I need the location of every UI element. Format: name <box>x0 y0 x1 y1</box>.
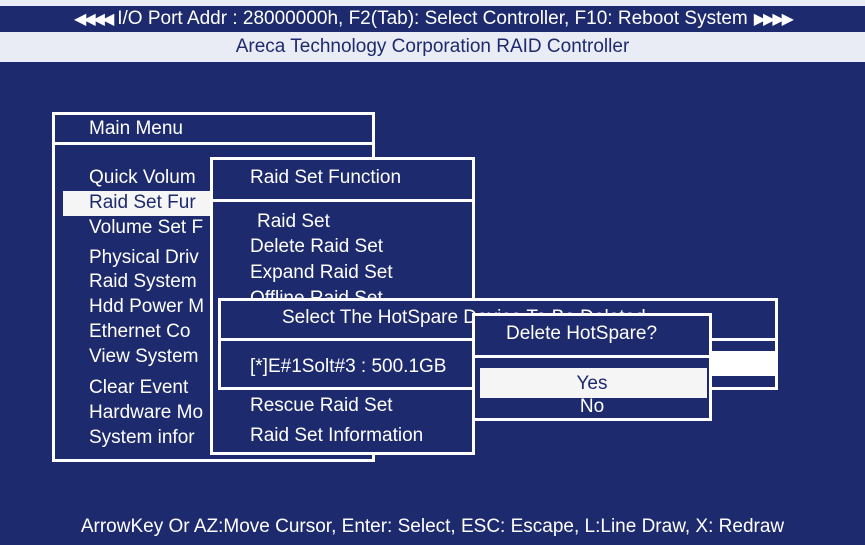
main-menu-item-raid-system[interactable]: Raid System <box>89 271 197 292</box>
raid-set-item-rescue[interactable]: Rescue Raid Set <box>250 395 393 416</box>
controller-title: Areca Technology Corporation RAID Contro… <box>235 36 630 57</box>
raid-set-item-expand[interactable]: Expand Raid Set <box>250 262 393 283</box>
main-menu-title: Main Menu <box>55 115 372 145</box>
main-menu-highlight <box>63 191 223 216</box>
hotspare-selection-bar <box>712 351 775 376</box>
main-menu-item-system-info[interactable]: System infor <box>89 427 195 448</box>
yes-highlight <box>480 368 707 398</box>
footer-help-text: ArrowKey Or AZ:Move Cursor, Enter: Selec… <box>0 509 865 545</box>
main-menu-item-raid-set-function[interactable]: Raid Set Fur <box>89 192 196 213</box>
raid-set-function-title: Raid Set Function <box>213 160 472 202</box>
raid-set-function-menu: Raid Set Function Raid Set Delete Raid S… <box>210 157 475 455</box>
confirm-dialog-title: Delete HotSpare? <box>475 316 709 358</box>
main-menu-item-ethernet[interactable]: Ethernet Co <box>89 321 191 342</box>
raid-set-item-information[interactable]: Raid Set Information <box>250 425 424 446</box>
main-menu-item-quick-volume[interactable]: Quick Volum <box>89 167 196 188</box>
main-menu-item-hdd-power[interactable]: Hdd Power M <box>89 296 205 317</box>
header-text: I/O Port Addr : 28000000h, F2(Tab): Sele… <box>117 8 748 29</box>
main-menu-item-view-system[interactable]: View System <box>89 346 199 367</box>
main-menu-item-volume-set[interactable]: Volume Set F <box>89 217 204 238</box>
right-arrows-icon: ▶▶▶▶ <box>753 11 794 28</box>
raid-set-item-delete[interactable]: Delete Raid Set <box>250 236 384 257</box>
left-arrows-icon: ◀◀◀◀ <box>74 11 114 28</box>
no-button[interactable]: No <box>579 396 605 417</box>
delete-hotspare-confirm-dialog: Delete HotSpare? Yes No <box>472 313 712 421</box>
main-menu-item-hardware-monitor[interactable]: Hardware Mo <box>89 402 204 423</box>
main-menu-item-physical-drives[interactable]: Physical Driv <box>89 247 199 268</box>
main-menu-item-clear-event[interactable]: Clear Event <box>89 377 189 398</box>
hotspare-device-item[interactable]: [*]E#1Solt#3 : 500.1GB <box>250 356 447 377</box>
header-bar: ◀◀◀◀ I/O Port Addr : 28000000h, F2(Tab):… <box>0 6 865 32</box>
raid-set-item-create[interactable]: Raid Set <box>257 211 330 232</box>
yes-button[interactable]: Yes <box>576 373 608 394</box>
